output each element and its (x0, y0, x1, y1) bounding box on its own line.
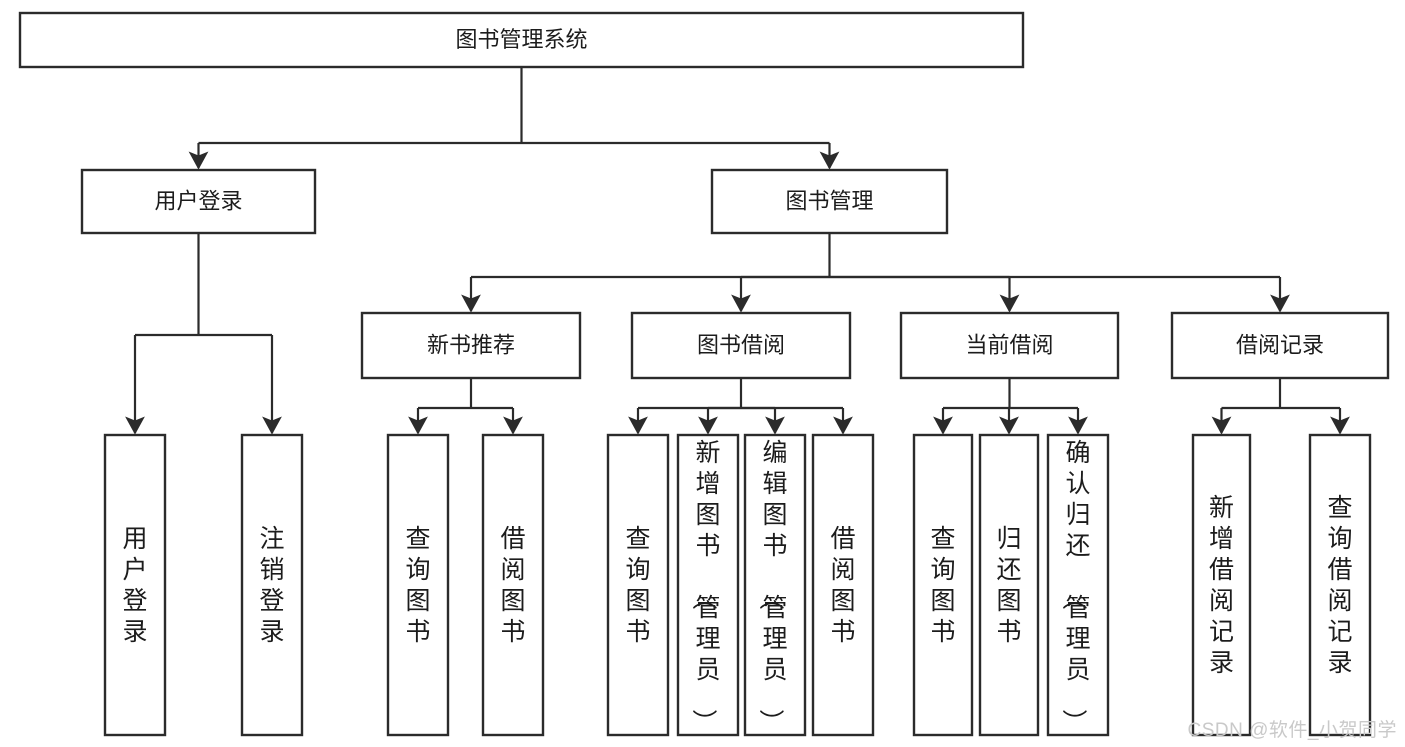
box-label: 借阅记录 (1236, 332, 1324, 357)
level3-node-借阅记录[interactable]: 借阅记录 (1170, 311, 1390, 380)
box-label: 当前借阅 (965, 332, 1053, 357)
box-outline (386, 433, 450, 737)
leaf-label-vertical: 借阅图书 (830, 525, 855, 646)
box-outline (743, 433, 807, 737)
box-outline (1170, 311, 1390, 380)
box-outline (240, 433, 304, 737)
leaf-label-vertical: 查询借阅记录 (1327, 494, 1352, 677)
leaf-label-vertical: 用户登录 (122, 525, 147, 646)
box-outline (103, 433, 167, 737)
leaf-label-vertical: 确认归还（管理员） (1059, 439, 1090, 734)
leaf-label-vertical: 新增借阅记录 (1209, 494, 1234, 677)
leaf-node-编辑图书管理员[interactable]: 编辑图书（管理员） (743, 433, 807, 737)
box-label: 图书借阅 (697, 332, 785, 357)
box-outline (912, 433, 974, 737)
level3-node-当前借阅[interactable]: 当前借阅 (899, 311, 1120, 380)
leaf-node-用户登录[interactable]: 用户登录 (103, 433, 167, 737)
box-outline (18, 11, 1025, 69)
leaf-label-vertical: 查询图书 (930, 525, 955, 646)
leaf-label-vertical: 查询图书 (625, 525, 650, 646)
leaf-node-归还图书[interactable]: 归还图书 (978, 433, 1040, 737)
leaf-label-vertical: 编辑图书（管理员） (756, 439, 787, 734)
box-outline (606, 433, 670, 737)
box-label: 用户登录 (154, 188, 242, 213)
box-label: 图书管理系统 (455, 27, 587, 52)
level3-node-新书推荐[interactable]: 新书推荐 (360, 311, 582, 380)
leaf-node-确认归还管理员[interactable]: 确认归还（管理员） (1046, 433, 1110, 737)
leaf-label-vertical: 归还图书 (996, 525, 1021, 646)
box-outline (360, 311, 582, 380)
leaf-node-注销登录[interactable]: 注销登录 (240, 433, 304, 737)
level3-node-图书借阅[interactable]: 图书借阅 (630, 311, 852, 380)
box-outline (899, 311, 1120, 380)
leaf-node-借阅图书[interactable]: 借阅图书 (811, 433, 875, 737)
box-outline (978, 433, 1040, 737)
box-outline (1308, 433, 1372, 737)
leaf-node-借阅图书[interactable]: 借阅图书 (481, 433, 545, 737)
box-outline (710, 168, 949, 235)
box-outline (481, 433, 545, 737)
level2-node-图书管理[interactable]: 图书管理 (710, 168, 949, 235)
leaf-node-查询图书[interactable]: 查询图书 (606, 433, 670, 737)
leaf-node-新增图书管理员[interactable]: 新增图书（管理员） (676, 433, 740, 737)
box-outline (80, 168, 317, 235)
leaf-node-新增借阅记录[interactable]: 新增借阅记录 (1191, 433, 1252, 737)
leaf-label-vertical: 注销登录 (259, 525, 284, 646)
leaf-label-vertical: 新增图书（管理员） (689, 439, 720, 734)
box-outline (1191, 433, 1252, 737)
leaf-node-查询借阅记录[interactable]: 查询借阅记录 (1308, 433, 1372, 737)
level2-node-用户登录[interactable]: 用户登录 (80, 168, 317, 235)
box-outline (676, 433, 740, 737)
leaf-node-查询图书[interactable]: 查询图书 (912, 433, 974, 737)
leaf-label-vertical: 借阅图书 (500, 525, 525, 646)
root-node-图书管理系统[interactable]: 图书管理系统 (18, 11, 1025, 69)
connector-lines (125, 67, 1350, 435)
box-outline (811, 433, 875, 737)
node-boxes: 图书管理系统用户登录图书管理新书推荐图书借阅当前借阅借阅记录用户登录注销登录查询… (18, 11, 1390, 737)
box-outline (1046, 433, 1110, 737)
leaf-node-查询图书[interactable]: 查询图书 (386, 433, 450, 737)
leaf-label-vertical: 查询图书 (405, 525, 430, 646)
box-label: 图书管理 (785, 188, 873, 213)
box-outline (630, 311, 852, 380)
box-label: 新书推荐 (427, 332, 515, 357)
